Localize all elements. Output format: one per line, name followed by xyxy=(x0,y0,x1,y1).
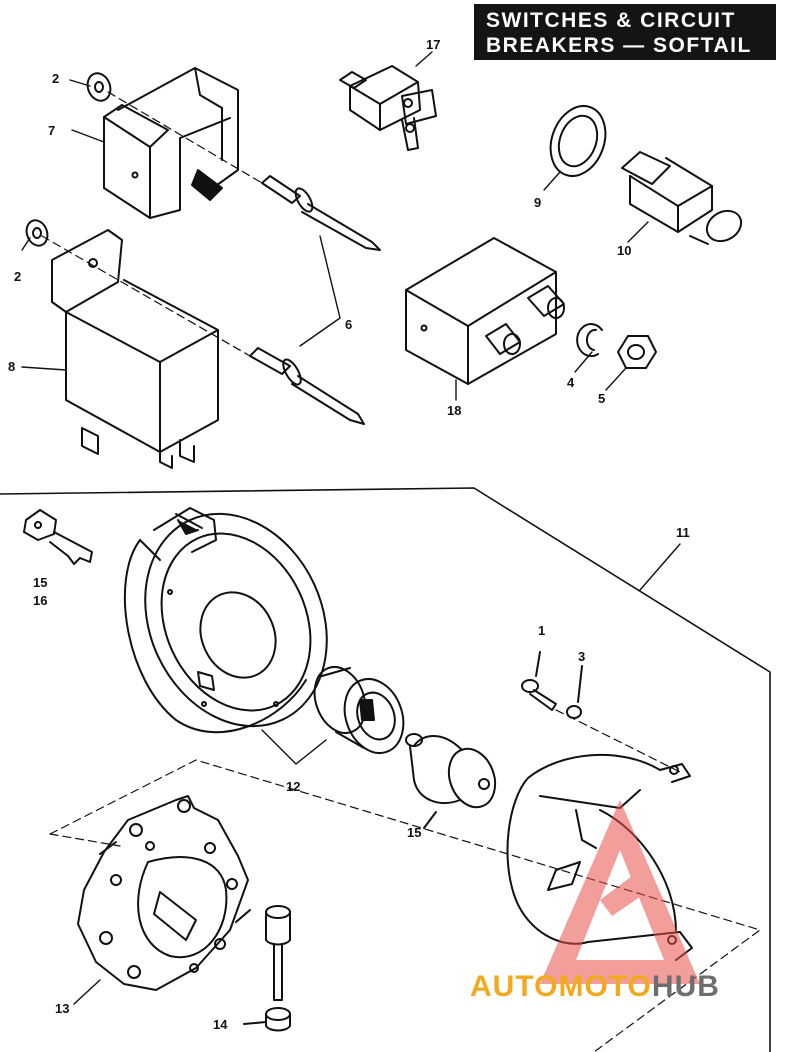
callout-2-upper: 2 xyxy=(52,71,60,86)
lower-dashed-lines xyxy=(49,709,761,1052)
callout-7: 7 xyxy=(48,123,56,138)
callout-1: 1 xyxy=(538,623,546,638)
callout-12: 12 xyxy=(286,779,301,794)
relay-part-8 xyxy=(51,229,219,469)
page-title-line-2: BREAKERS — SOFTAIL xyxy=(486,34,752,57)
rivet-pin-part-6-lower xyxy=(249,347,365,425)
fuse-part-14 xyxy=(243,905,291,1032)
section-divider xyxy=(0,487,771,1052)
watermark-part-3: HUB xyxy=(651,970,720,1003)
switch-housing-part-12 xyxy=(123,507,328,734)
circuit-breaker-part-18 xyxy=(405,237,565,385)
lock-washer-part-4 xyxy=(576,323,603,357)
rivet-pin-part-6-upper xyxy=(261,175,381,251)
callout-16: 16 xyxy=(33,593,48,608)
washer-part-2-lower xyxy=(25,219,49,247)
nut-part-5 xyxy=(617,335,657,369)
bushing-part-12 xyxy=(313,666,405,754)
contact-plate-part-13 xyxy=(77,795,251,991)
washer-part-2-upper xyxy=(86,72,112,102)
callout-2-lower: 2 xyxy=(14,269,22,284)
leader-part-13 xyxy=(73,979,101,1005)
callout-18: 18 xyxy=(447,403,462,418)
washer-part-3 xyxy=(566,665,583,719)
ignition-cylinder-part-15 xyxy=(405,733,497,829)
callout-6: 6 xyxy=(345,317,353,332)
watermark-part-2: MOTO xyxy=(558,970,652,1003)
watermark-part-1: AUTO xyxy=(470,970,559,1003)
leader-part-12 xyxy=(261,729,327,765)
callout-15-key: 15 xyxy=(33,575,48,590)
hidden-axis-lines-upper xyxy=(41,91,263,357)
pressure-switch-part-17 xyxy=(339,65,437,151)
watermark-logo xyxy=(540,800,700,984)
switch-part-10 xyxy=(621,151,743,245)
gasket-part-9 xyxy=(549,105,607,177)
callout-13: 13 xyxy=(55,1001,70,1016)
callout-11: 11 xyxy=(676,525,690,540)
leader-part-11 xyxy=(639,543,681,591)
page-title-line-1: SWITCHES & CIRCUIT xyxy=(486,9,736,32)
screw-part-1 xyxy=(521,651,557,711)
callout-5: 5 xyxy=(598,391,606,406)
callout-9: 9 xyxy=(534,195,542,210)
callout-4: 4 xyxy=(567,375,575,390)
leader-lines-upper xyxy=(21,51,649,401)
callout-3: 3 xyxy=(578,649,586,664)
callout-17: 17 xyxy=(426,37,441,52)
key-part-15-16 xyxy=(23,509,93,565)
callout-8: 8 xyxy=(8,359,16,374)
watermark-text: AUTOMOTOHUB xyxy=(470,970,720,1004)
callout-10: 10 xyxy=(617,243,632,258)
page-title-box: SWITCHES & CIRCUIT BREAKERS — SOFTAIL xyxy=(474,4,776,60)
callout-15-cylinder: 15 xyxy=(407,825,422,840)
callout-14: 14 xyxy=(213,1017,228,1032)
relay-bracket-part-7 xyxy=(103,67,239,219)
